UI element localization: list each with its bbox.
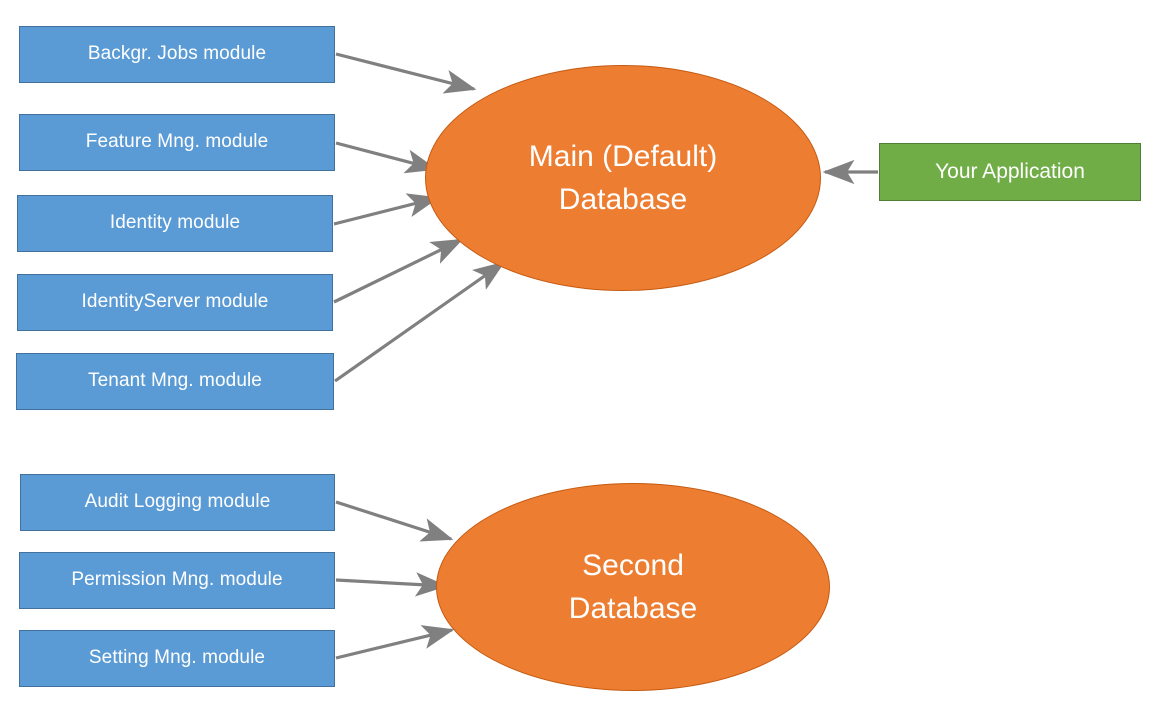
main-database-label-line1: Main (Default) <box>528 139 718 173</box>
main-database-label-line2: Database <box>558 183 688 216</box>
connector-tenant-mng-to-main-db <box>334 261 506 383</box>
module-label: Setting Mng. module <box>88 647 266 669</box>
connector-setting-mng-to-second-db <box>335 625 455 660</box>
module-box-setting-mng[interactable]: Setting Mng. module <box>19 630 335 687</box>
module-box-audit-logging[interactable]: Audit Logging module <box>20 474 335 531</box>
second-database-label-line1: Second <box>582 548 684 582</box>
connector-permission-mng-to-second-db <box>335 572 448 597</box>
connector-identityserver-to-main-db <box>333 238 464 304</box>
connector-feature-mng-to-main-db <box>335 141 438 174</box>
your-application-label: Your Application <box>935 160 1085 183</box>
module-box-permission-mng[interactable]: Permission Mng. module <box>19 552 335 609</box>
your-application-node[interactable]: Your Application <box>879 143 1141 201</box>
connector-audit-logging-to-second-db <box>335 500 454 542</box>
module-box-backgr-jobs[interactable]: Backgr. Jobs module <box>19 26 335 83</box>
second-database-node[interactable]: Second Database <box>436 483 830 691</box>
module-box-tenant-mng[interactable]: Tenant Mng. module <box>16 353 334 410</box>
module-box-feature-mng[interactable]: Feature Mng. module <box>19 114 335 171</box>
module-label: Permission Mng. module <box>71 569 283 591</box>
module-box-identityserver[interactable]: IdentityServer module <box>17 274 333 331</box>
module-label: Identity module <box>109 212 241 234</box>
module-label: Feature Mng. module <box>85 131 269 153</box>
main-database-node[interactable]: Main (Default) Database <box>425 65 821 291</box>
connector-backgr-jobs-to-main-db <box>335 52 477 94</box>
module-box-identity[interactable]: Identity module <box>17 195 333 252</box>
module-label: Tenant Mng. module <box>88 370 262 392</box>
module-label: IdentityServer module <box>81 291 269 313</box>
second-database-label-line2: Database <box>568 592 698 625</box>
connector-identity-to-main-db <box>333 193 440 226</box>
module-label: Backgr. Jobs module <box>87 43 267 65</box>
module-label: Audit Logging module <box>84 491 271 513</box>
